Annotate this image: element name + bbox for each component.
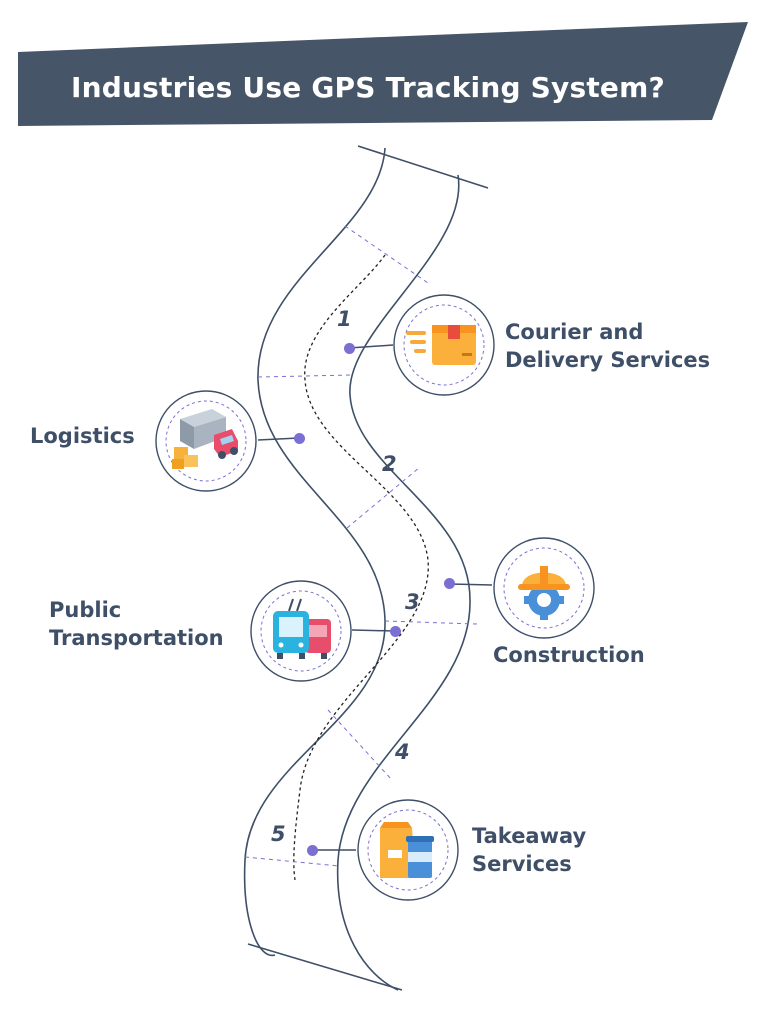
truck-boxes-icon [172,409,238,469]
marker-dot-transport [390,626,401,637]
label-takeaway-line-1: Takeaway [472,824,587,848]
trolleybus-icon [273,598,331,659]
step-number-1: 1 [337,307,352,331]
label-courier-line-1: Courier and [505,320,644,344]
page-title: Industries Use GPS Tracking System? [71,70,665,104]
hard-hat-gear-icon [518,566,570,620]
marker-dot-courier [344,343,355,354]
divider-2 [257,374,353,378]
label-courier-line-2: Delivery Services [505,348,711,372]
road-center-line [293,254,429,881]
road-left-edge [243,147,386,957]
logistics-badge [154,389,258,493]
road-bottom-end [247,943,403,991]
divider-1 [344,225,429,284]
takeaway-badge [356,798,460,902]
label-transport-line-1: Public [49,598,122,622]
label-public-transportation: Public Transportation [49,596,224,652]
takeaway-bag-icon [380,822,434,878]
road-top-end [357,145,489,189]
construction-badge [492,536,596,640]
divider-6 [244,856,340,867]
courier-badge [392,293,496,397]
delivery-box-icon [406,325,476,365]
marker-dot-logistics [294,433,305,444]
label-takeaway-line-2: Services [472,852,572,876]
divider-4 [384,620,478,625]
divider-3 [346,466,421,529]
connector-transport [351,629,396,632]
transport-badge [249,579,353,683]
label-takeaway: Takeaway Services [472,822,586,878]
banner-shape [18,22,748,126]
connector-logistics [257,437,300,441]
marker-dot-construction [444,578,455,589]
step-number-4: 4 [395,740,410,764]
label-courier: Courier and Delivery Services [505,318,710,374]
step-number-5: 5 [271,822,286,846]
connector-courier [348,344,394,349]
marker-dot-takeaway [307,845,318,856]
label-logistics: Logistics [30,424,135,448]
road-right-edge [336,174,471,991]
title-banner [0,0,768,140]
connector-construction [449,583,493,586]
label-construction: Construction [493,643,645,667]
label-transport-line-2: Transportation [49,626,224,650]
step-number-3: 3 [405,590,420,614]
step-number-2: 2 [382,452,397,476]
